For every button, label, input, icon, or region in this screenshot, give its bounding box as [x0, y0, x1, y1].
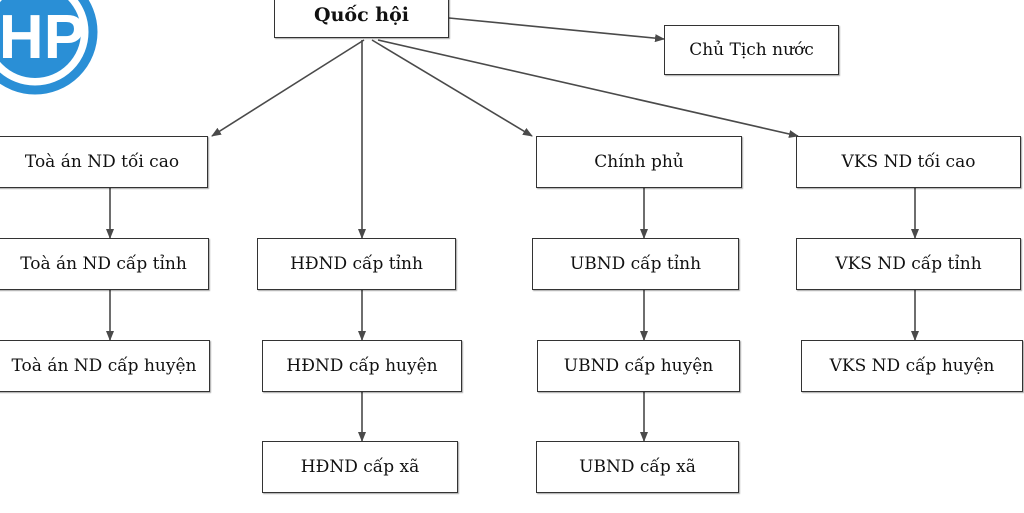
node-vks-cap-tinh: VKS ND cấp tỉnh [796, 238, 1021, 290]
node-hdnd-cap-tinh: HĐND cấp tỉnh [257, 238, 456, 290]
node-vks-toi-cao: VKS ND tối cao [796, 136, 1021, 188]
connector-quoc_hoi-to-toa_an_toi_cao [211, 39, 365, 137]
connector-quoc_hoi-to-chu_tich_nuoc [448, 17, 665, 43]
node-toa-an-toi-cao: Toà án ND tối cao [0, 136, 208, 188]
node-ubnd-cap-xa: UBND cấp xã [536, 441, 739, 493]
node-vks-cap-huyen: VKS ND cấp huyện [801, 340, 1023, 392]
node-toa-an-cap-huyen: Toà án ND cấp huyện [0, 340, 210, 392]
connector-quoc_hoi-to-chinh_phu [371, 39, 533, 137]
node-chinh-phu: Chính phủ [536, 136, 742, 188]
node-ubnd-cap-huyen: UBND cấp huyện [537, 340, 740, 392]
node-hdnd-cap-xa: HĐND cấp xã [262, 441, 458, 493]
hp-logo-icon: HP [0, 0, 98, 95]
node-quoc-hoi: Quốc hội [274, 0, 449, 38]
node-hdnd-cap-huyen: HĐND cấp huyện [262, 340, 462, 392]
node-chu-tich-nuoc: Chủ Tịch nước [664, 25, 839, 75]
node-ubnd-cap-tinh: UBND cấp tỉnh [532, 238, 739, 290]
connector-quoc_hoi-to-vks_toi_cao [377, 39, 799, 138]
logo-text: HP [0, 3, 85, 72]
node-toa-an-cap-tinh: Toà án ND cấp tỉnh [0, 238, 209, 290]
